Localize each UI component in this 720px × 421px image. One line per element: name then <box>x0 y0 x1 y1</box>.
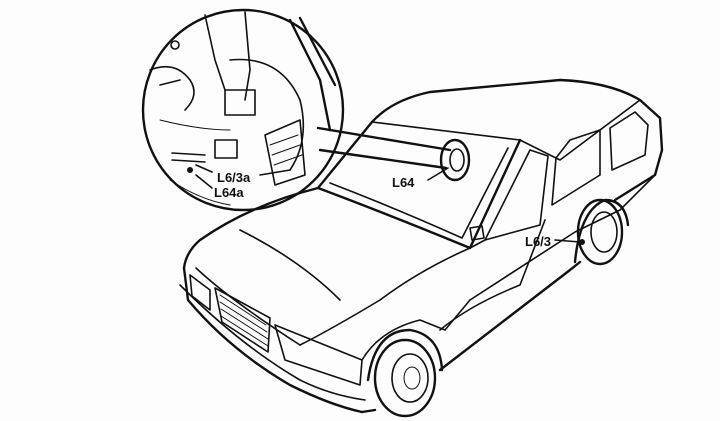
l64-component <box>427 138 581 243</box>
label-l64a: L64a <box>214 185 244 200</box>
label-l64: L64 <box>392 175 415 190</box>
wheel-sensor-marker <box>579 239 585 245</box>
front-wheel <box>373 338 437 418</box>
label-l6-3: L6/3 <box>525 234 552 249</box>
label-l6-3a: L6/3a <box>217 170 251 185</box>
detail-inset <box>141 8 345 212</box>
car-body <box>179 78 664 414</box>
rear-wheel <box>576 198 624 266</box>
